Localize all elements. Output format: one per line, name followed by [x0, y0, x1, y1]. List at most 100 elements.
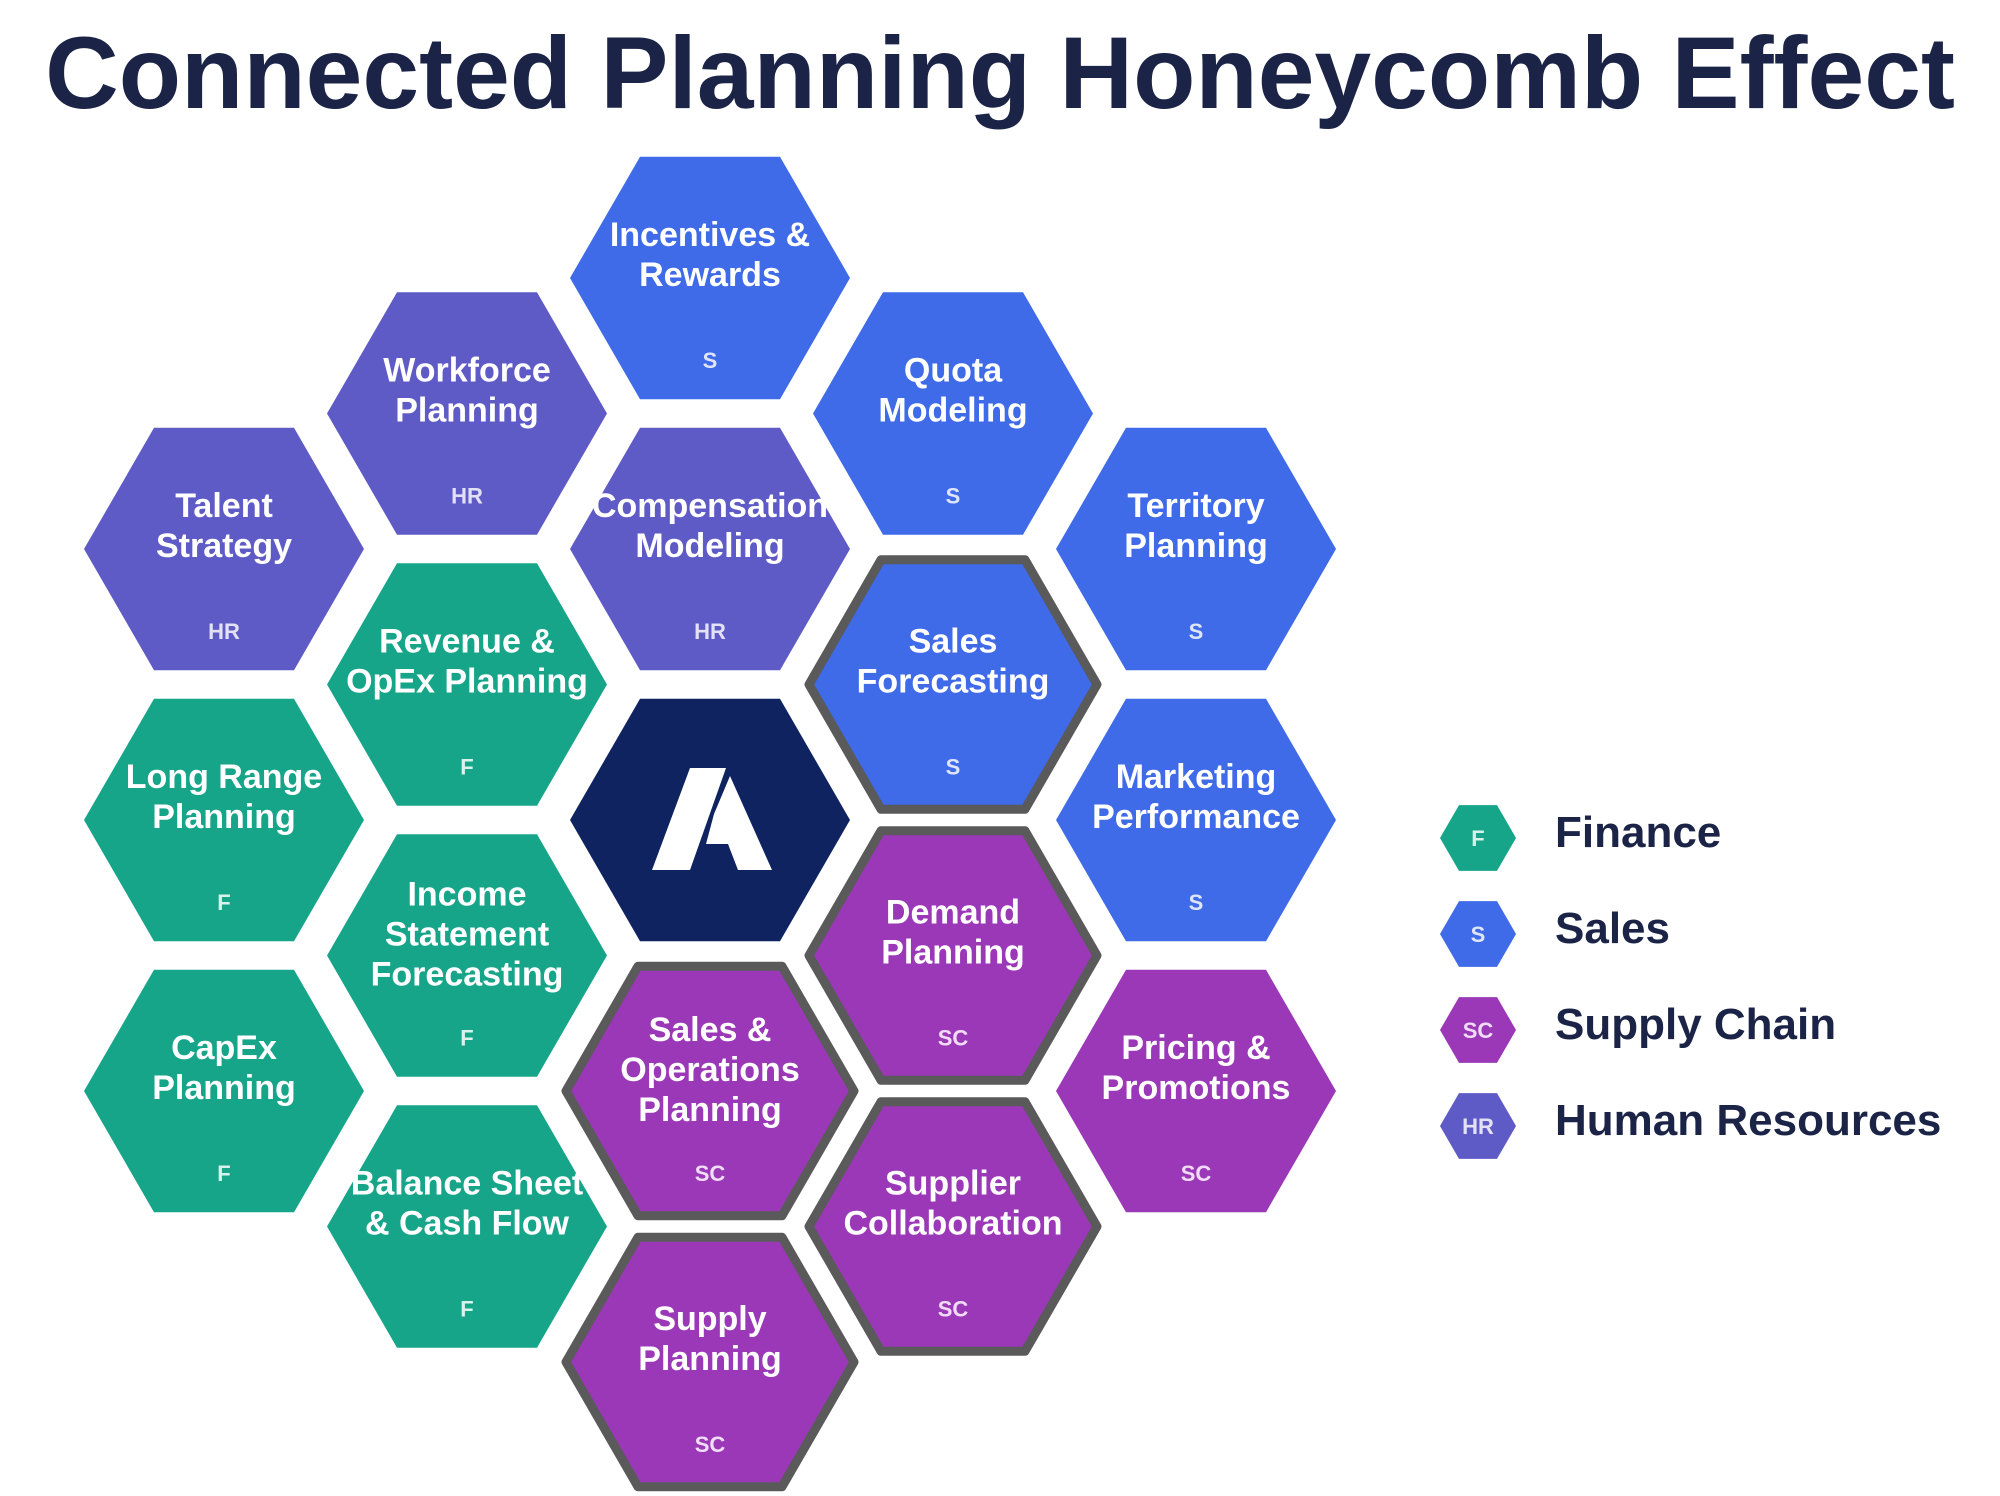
legend-code: S [1471, 922, 1486, 947]
hex-shape [1056, 698, 1336, 942]
hex-shape [570, 698, 850, 942]
hex-label: Forecasting [857, 663, 1050, 701]
hex-label: Planning [638, 1340, 782, 1378]
legend-label: Human Resources [1555, 1096, 1942, 1145]
hex-label: Planning [881, 934, 1025, 972]
hex-label: Long Range [126, 758, 322, 796]
legend-label: Supply Chain [1555, 1000, 1837, 1049]
hex-shape [327, 292, 607, 535]
hex-label: Modeling [878, 392, 1027, 430]
hex-label: OpEx Planning [346, 663, 588, 701]
hex-label: Territory [1127, 487, 1264, 525]
hex-label: Planning [152, 798, 296, 836]
legend-code: HR [1462, 1114, 1494, 1139]
hex-label: Marketing [1116, 758, 1277, 796]
hex-shape [813, 292, 1093, 535]
hex-shape [327, 834, 607, 1077]
legend-code: SC [1463, 1018, 1494, 1043]
hex-label: Planning [1124, 527, 1268, 565]
hex-category-code: SC [695, 1161, 726, 1186]
hex-shape [561, 1232, 859, 1492]
hex-label: Modeling [635, 527, 784, 565]
hex-category-code: F [460, 1026, 473, 1051]
hex-label: Sales [909, 623, 998, 661]
hex-shape [84, 698, 364, 942]
hex-shape [84, 969, 364, 1213]
hex-shape [561, 961, 859, 1221]
hex-label: Rewards [639, 256, 781, 294]
hex-category-code: S [946, 755, 961, 780]
hex-shape [327, 563, 607, 806]
hex-category-code: HR [451, 484, 483, 509]
hex-category-code: F [217, 890, 230, 915]
hex-label: Supply [653, 1300, 766, 1338]
hex-label: Quota [904, 352, 1003, 390]
legend-label: Finance [1555, 808, 1722, 857]
hex-shape [804, 555, 1102, 814]
hex-label: Statement [385, 916, 549, 954]
hex-category-code: F [460, 1297, 473, 1322]
hex-label: Revenue & [379, 623, 555, 661]
hex-shape [570, 156, 850, 400]
hex-label: Incentives & [610, 216, 810, 254]
legend-hex-icon: SC [1440, 997, 1516, 1063]
hex-label: Planning [395, 392, 539, 430]
hex-category-code: S [1189, 619, 1204, 644]
hex-label: Balance Sheet [351, 1165, 583, 1203]
hex-label: Collaboration [843, 1205, 1062, 1243]
hex-shape [570, 427, 850, 671]
hex-category-code: F [460, 755, 473, 780]
legend-hex-icon: F [1440, 805, 1516, 871]
hex-category-code: HR [208, 619, 240, 644]
hex-label: Planning [638, 1091, 782, 1129]
page-title: Connected Planning Honeycomb Effect [45, 16, 1955, 130]
hex-category-code: S [1189, 890, 1204, 915]
hex-label: & Cash Flow [365, 1205, 570, 1243]
anaplan-a-logo-icon [652, 768, 772, 870]
hex-label: Supplier [885, 1165, 1021, 1203]
hex-label: Compensation [592, 487, 828, 525]
hex-shape [84, 427, 364, 671]
hex-category-code: SC [695, 1432, 726, 1457]
legend-label: Sales [1555, 904, 1670, 953]
hex-label: Pricing & [1121, 1029, 1270, 1067]
legend-code: F [1471, 826, 1484, 851]
hex-shape [327, 1105, 607, 1348]
hex-shape [1056, 427, 1336, 671]
hex-category-code: SC [1181, 1161, 1212, 1186]
hex-label: Forecasting [371, 956, 564, 994]
hex-label: Sales & [649, 1011, 772, 1049]
hex-label: Talent [175, 487, 273, 525]
hex-label: Income [407, 876, 526, 914]
hex-label: Planning [152, 1069, 296, 1107]
legend-hex-icon: HR [1440, 1093, 1516, 1159]
hex-label: Demand [886, 894, 1020, 932]
hex-shape [1056, 969, 1336, 1213]
hex-label: Strategy [156, 527, 292, 565]
hex-category-code: S [946, 484, 961, 509]
hex-category-code: HR [694, 619, 726, 644]
hex-category-code: SC [938, 1026, 969, 1051]
hex-category-code: F [217, 1161, 230, 1186]
hex-category-code: SC [938, 1297, 969, 1322]
legend-hex-icon: S [1440, 901, 1516, 967]
hex-shape [804, 1097, 1102, 1356]
